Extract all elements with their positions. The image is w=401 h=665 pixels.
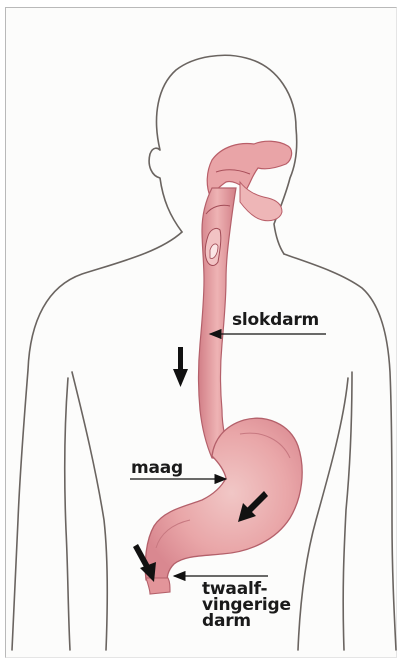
label-esophagus: slokdarm: [232, 312, 319, 328]
stomach: [145, 418, 302, 584]
esophagus: [199, 188, 237, 460]
duodenum: [146, 578, 170, 594]
label-duodenum: twaalf- vingerige darm: [202, 581, 322, 629]
label-stomach: maag: [131, 460, 183, 476]
label-duodenum-line-3: darm: [202, 613, 322, 629]
flow-arrow-down-esophagus: [173, 347, 188, 387]
